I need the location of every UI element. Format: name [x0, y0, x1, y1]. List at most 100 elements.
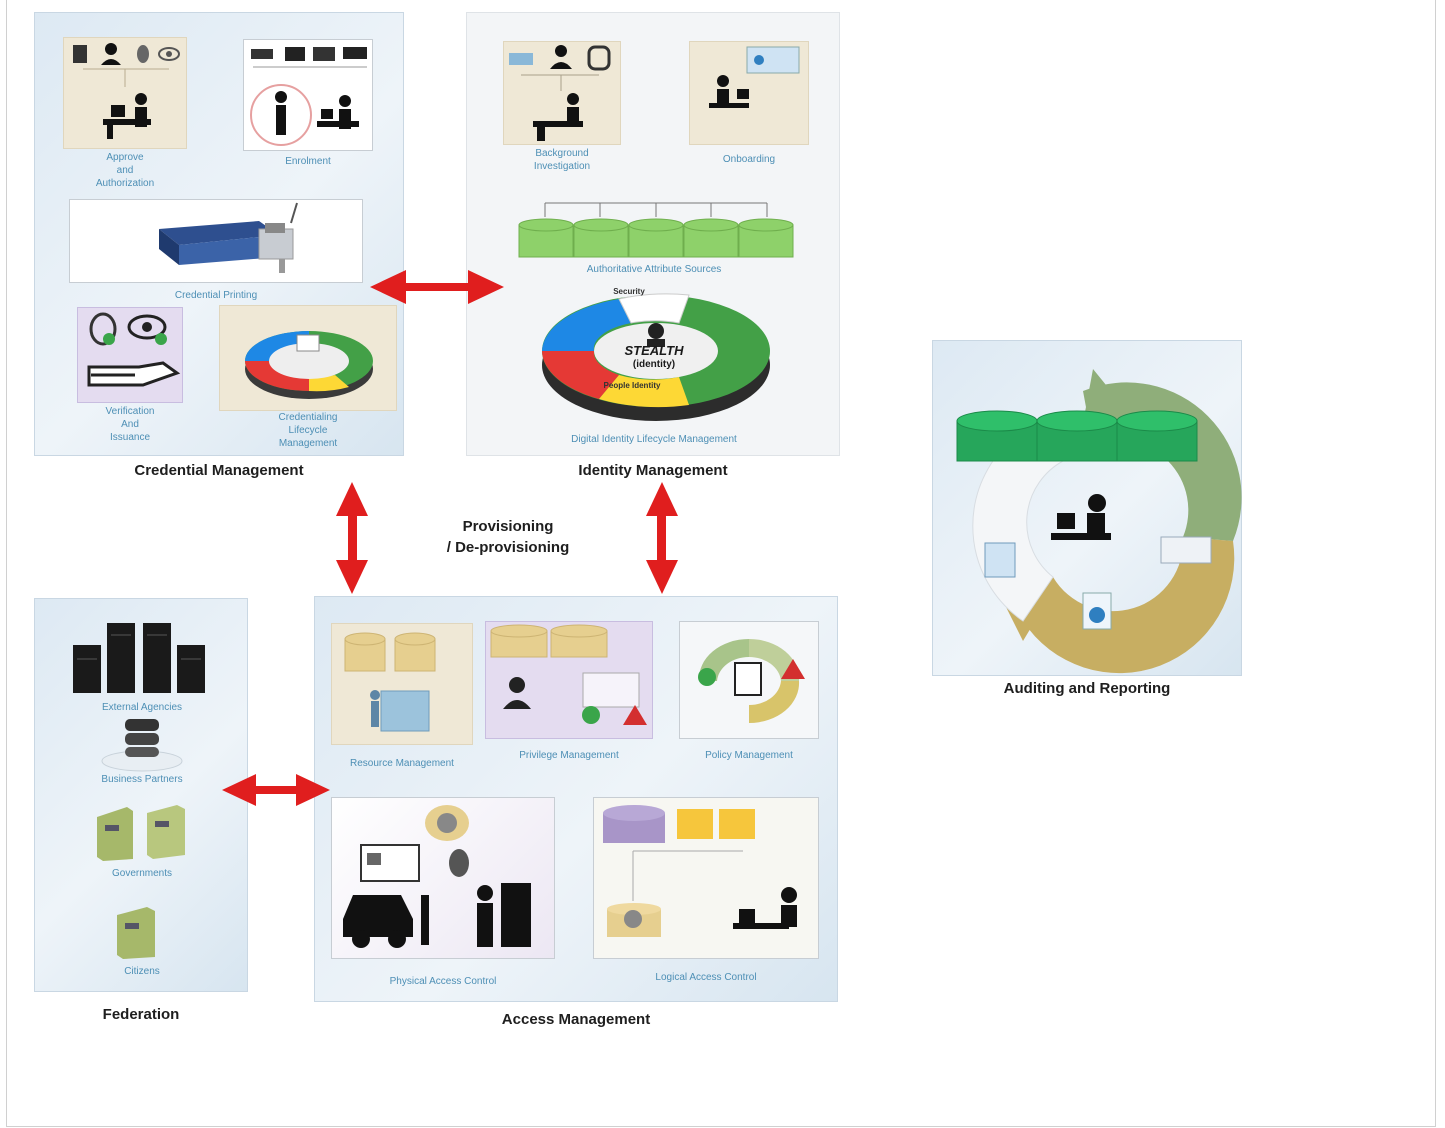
business-partners-label: Business Partners [101, 774, 183, 785]
fingerprint-icon [137, 45, 149, 63]
fingerprint-icon [89, 312, 117, 346]
auditing-title: Auditing and Reporting [1003, 680, 1171, 697]
documents-icon [509, 53, 533, 65]
identity-lifecycle-label: Digital Identity Lifecycle Management [571, 434, 737, 445]
monitor-icon [111, 105, 125, 117]
credential-management-panel: Approve and Authorization Enrolment Cred… [34, 12, 404, 456]
credential-lifecycle-ring [245, 331, 373, 399]
investigator-icon [567, 93, 579, 105]
folder-icon [677, 809, 713, 839]
fingerprint-icon [437, 813, 457, 833]
check-icon [698, 668, 716, 686]
car-icon [343, 895, 413, 937]
scanner-icon [251, 49, 273, 59]
auditing-cycle-illustration [956, 369, 1242, 674]
verification-label: Verification And Issuance [105, 406, 155, 443]
external-agencies-servers [73, 623, 205, 693]
fingerprint-icon [624, 910, 642, 928]
printer-icon [313, 47, 335, 61]
approve-illustration [73, 43, 180, 139]
enrolment-label: Enrolment [285, 156, 331, 167]
new-hire-icon [717, 75, 729, 87]
citizens-server [117, 907, 155, 959]
ring-people-text: People Identity [603, 381, 661, 390]
warning-icon [781, 659, 805, 679]
physical-illustration [343, 805, 531, 948]
privilege-label: Privilege Management [519, 750, 619, 761]
physical-label: Physical Access Control [389, 976, 497, 987]
governments-label: Governments [111, 868, 173, 879]
door-icon [501, 883, 531, 947]
person-icon [105, 43, 117, 55]
federation-title: Federation [102, 1006, 180, 1023]
database-icon [587, 45, 611, 71]
policy-illustration [698, 638, 805, 723]
citizens-label: Citizens [124, 966, 160, 977]
business-partners-cloud [101, 719, 183, 772]
fingerprint-icon [449, 849, 469, 877]
spreadsheet-icon [984, 542, 1016, 578]
user-icon [781, 887, 797, 903]
federation-panel: External Agencies Business Partners Gove… [34, 598, 248, 992]
privilege-illustration [490, 624, 647, 725]
resource-illustration [344, 632, 436, 732]
page-frame [6, 0, 1436, 1127]
onboarding-label: Onboarding [722, 154, 776, 165]
background-label: Background Investigation [533, 148, 591, 172]
warning-icon [623, 705, 647, 725]
applicant-icon [275, 91, 287, 103]
clipboard-icon [73, 45, 87, 63]
folder-icon [719, 809, 755, 839]
arrow-federation-access [222, 774, 330, 806]
background-illustration [509, 45, 611, 141]
approve-label: Approve and Authorization [95, 152, 155, 189]
logical-label: Logical Access Control [655, 972, 757, 983]
verification-illustration [87, 312, 181, 387]
clerk-icon [339, 95, 351, 107]
eye-icon [127, 314, 167, 340]
logical-illustration [603, 805, 797, 937]
clerk-icon [370, 690, 380, 700]
person-icon [555, 45, 567, 57]
printing-label: Credential Printing [174, 290, 258, 301]
governments-servers [97, 805, 185, 861]
camera-icon [285, 47, 305, 61]
person-icon [477, 885, 493, 901]
ring-sub-text: (identity) [632, 359, 676, 370]
external-agencies-label: External Agencies [101, 702, 183, 713]
auditor-icon [1088, 494, 1106, 512]
identity-management-panel: Background Investigation Onboarding Auth… [466, 12, 840, 456]
resource-label: Resource Management [350, 758, 454, 769]
eye-icon [158, 47, 180, 61]
card-reader-icon [343, 47, 367, 59]
identity-lifecycle-ring [542, 293, 770, 421]
provisioning-label: Provisioning / De-provisioning [446, 518, 570, 556]
admin-icon [648, 323, 664, 339]
globe-icon [754, 55, 764, 65]
file-cabinet-icon [380, 690, 430, 732]
ring-brand-text: STEALTH [624, 343, 684, 358]
credential-management-title: Credential Management [134, 462, 304, 479]
access-management-title: Access Management [501, 1011, 651, 1028]
onboarding-illustration [709, 46, 800, 108]
access-management-panel: Resource Management Privilege Management… [314, 596, 838, 1002]
report-stack-icon [1160, 536, 1212, 564]
check-icon [582, 706, 600, 724]
policy-label: Policy Management [705, 750, 793, 761]
auditing-panel [932, 340, 1242, 676]
arrow-identity-access [646, 482, 678, 594]
clipboard-icon [734, 662, 762, 696]
arrow-credential-identity [370, 270, 504, 304]
attribute-sources-databases [518, 202, 794, 258]
check-icon [103, 333, 115, 345]
operator-icon [135, 93, 147, 105]
identity-management-title: Identity Management [578, 462, 728, 479]
arrow-credential-access [336, 482, 368, 594]
card-printer-illustration [159, 202, 298, 273]
ring-security-text: Security [613, 287, 645, 296]
check-icon [155, 333, 167, 345]
enrolment-illustration [250, 47, 367, 146]
admin-icon [509, 677, 525, 693]
attribute-sources-label: Authoritative Attribute Sources [586, 264, 722, 275]
